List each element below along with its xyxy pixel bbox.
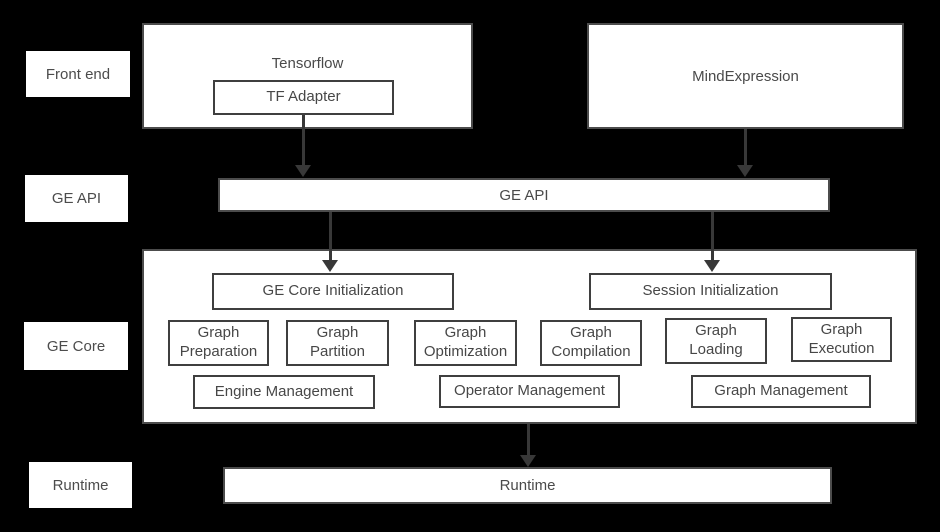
arrow-tf-adapter-to-ge-api-icon: [295, 115, 311, 177]
row-label-ge-api: GE API: [25, 175, 128, 222]
graph-loading-box: Graph Loading: [665, 318, 767, 364]
graph-management-box: Graph Management: [691, 375, 871, 408]
operator-management-box: Operator Management: [439, 375, 620, 408]
ge-core-initialization-box: GE Core Initialization: [212, 273, 454, 310]
arrow-ge-api-to-session-initialization-icon: [704, 212, 720, 272]
graph-preparation-box: Graph Preparation: [168, 320, 269, 366]
row-label-front-end: Front end: [26, 51, 130, 97]
row-label-ge-core: GE Core: [24, 322, 128, 370]
mindexpression-panel: MindExpression: [587, 23, 904, 129]
arrow-ge-core-to-runtime-icon: [520, 424, 536, 467]
tensorflow-label: Tensorflow: [271, 55, 344, 72]
engine-management-box: Engine Management: [193, 375, 375, 409]
arrow-ge-api-to-ge-core-initialization-icon: [322, 212, 338, 272]
arrow-mindexpression-to-ge-api-icon: [737, 129, 753, 177]
graph-partition-box: Graph Partition: [286, 320, 389, 366]
session-initialization-box: Session Initialization: [589, 273, 832, 310]
tf-adapter-box: TF Adapter: [213, 80, 394, 115]
ge-api-bar: GE API: [218, 178, 830, 212]
graph-optimization-box: Graph Optimization: [414, 320, 517, 366]
row-label-runtime: Runtime: [29, 462, 132, 508]
graph-compilation-box: Graph Compilation: [540, 320, 642, 366]
runtime-bar: Runtime: [223, 467, 832, 504]
graph-execution-box: Graph Execution: [791, 317, 892, 362]
